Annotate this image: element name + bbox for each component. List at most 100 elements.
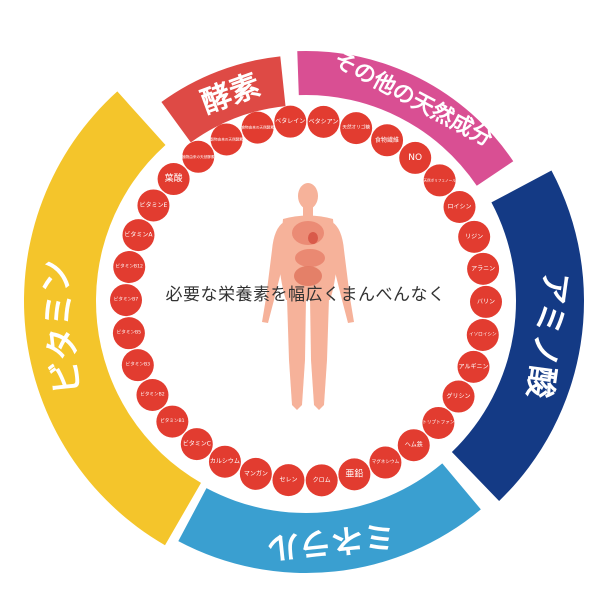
nutrient-dot-circle [274,105,307,138]
nutrient-dot-circle [136,378,169,411]
nutrient-dot: 食物繊維 [371,124,404,157]
segment-amino [451,170,584,501]
nutrient-dot-circle [466,318,499,351]
nutrient-dot-label: NO [408,153,422,163]
nutrient-dot-label: 葉酸 [165,172,183,184]
nutrient-dot: アルギニン [457,350,490,383]
nutrient-dot: 天然ポリフェノール [423,164,456,197]
nutrient-dot-circle [369,446,402,479]
nutrient-dot-label: マンガン [244,469,268,477]
nutrient-dot-label: グリシン [447,392,471,400]
figure-stomach [295,249,325,267]
nutrient-dot: ビタミンB12 [113,251,146,284]
nutrient-dot-label: ビタミンB3 [126,361,151,368]
nutrient-dot: ビタミンE [137,189,170,222]
nutrient-dot-label: ビタミンB1 [160,417,185,424]
nutrient-dot-label: クロム [313,477,331,484]
figure-right-leg [310,298,329,410]
segment-enzyme [161,56,286,143]
nutrient-dot-circle [442,380,475,413]
nutrient-dot: 植物由来の天然酵素 [182,140,215,173]
segment-vitamin [23,91,201,546]
nutrient-dot-label: ビタミンB5 [117,329,142,336]
figure-left-leg [287,298,306,410]
nutrient-dot-label: ビタミンB7 [114,296,139,303]
nutrient-dot: ロイシン [443,191,476,224]
nutrient-dot-label: バリン [477,298,495,305]
nutrient-dot-circle [422,406,455,439]
nutrient-dot: ビタミンB5 [112,317,145,350]
figure-lungs [292,221,324,245]
nutrient-dot-label: ビタミンE [140,201,168,209]
figure-right-arm [332,222,354,323]
nutrient-dot: ビタミンC [180,428,213,461]
nutrient-dot-label: 天然ポリフェノール [423,177,456,182]
nutrient-dot-label: カルシウム [210,457,240,465]
nutrient-dot-label: ベタシアン [309,117,339,125]
nutrient-dot: ヘム鉄 [397,429,430,462]
nutrient-dot: イソロイシン [466,318,499,351]
nutrient-dot: 天然オリゴ糖 [340,112,373,145]
nutrient-dot-label: ビタミンB12 [116,263,143,270]
nutrient-dot-circle [182,140,215,173]
human-body-figure [262,183,354,410]
nutrient-dot: マグネシウム [369,446,402,479]
figure-intestines [294,266,322,286]
nutrient-dot: ビタミンB1 [156,405,189,438]
nutrient-dot: 穀物由来の天然酵素 [210,123,243,156]
nutrient-dot: 葉酸 [157,163,190,196]
nutrient-dot-label: アラニン [471,265,495,272]
nutrient-dot-circle [443,191,476,224]
nutrient-dot-label: リジン [465,233,483,240]
nutrient-dot-circle [307,105,340,138]
nutrient-dot-label: マグネシウム [372,458,400,465]
nutrient-dot: ビタミンB7 [110,284,143,317]
nutrient-dot-label: ビタミンC [183,440,211,448]
nutrient-dot-circle [423,164,456,197]
nutrient-dot: マンガン [239,457,272,490]
nutrient-dot: バリン [469,285,502,318]
nutrient-dot: グリシン [442,380,475,413]
nutrient-dot: NO [399,141,432,174]
nutrient-dot: ベタシアン [307,105,340,138]
nutrient-dot-circle [397,429,430,462]
center-caption: 必要な栄養素を幅広くまんべんなく [165,285,446,305]
nutrient-dot-label: ビタミンB2 [140,390,165,397]
nutrient-dot-circle [457,350,490,383]
figure-heart [308,232,318,244]
nutrient-dot-circle [156,405,189,438]
nutrient-dot-label: セレン [279,477,297,484]
nutrient-dot: アラニン [467,252,500,285]
nutrient-dot-circle [338,458,371,491]
nutrient-dot-circle [469,285,502,318]
nutrient-dot: 亜鉛 [338,458,371,491]
nutrient-dot-label: イソロイシン [469,331,497,337]
nutrient-dot-circle [210,123,243,156]
nutrient-dot-label: 亜鉛 [345,467,363,479]
nutrient-dot-circle [137,189,170,222]
figure-head [298,183,318,209]
nutrient-dot-label: ビタミンA [124,231,153,239]
category-ring: 酵素その他の天然成分アミノ酸ミネラルビタミン [23,46,584,574]
nutrient-dot: 食物由来の天然酵素 [241,111,274,144]
nutrient-dot-circle [467,252,500,285]
nutrient-dot-label: トリプトファン [422,419,455,425]
nutrient-dot-circle [112,317,145,350]
segment-mineral [178,463,481,574]
nutrient-dot-circle [157,163,190,196]
nutrient-dot-circle [208,445,241,478]
figure-neck [303,207,313,217]
nutrient-dot: トリプトファン [422,406,455,439]
nutrient-dot-circle [122,219,155,252]
nutrient-dot-label: 植物由来の天然酵素 [182,154,215,159]
nutrient-dot-circle [399,141,432,174]
nutrient-dot-label: アルギニン [459,363,489,370]
nutrient-dot: カルシウム [208,445,241,478]
nutrient-dot-label: ロイシン [448,204,472,211]
nutrient-dot: セレン [272,464,305,497]
nutrient-dot-circle [121,349,154,382]
nutrient-dot-label: ヘム鉄 [405,441,423,449]
figure-left-arm [262,222,284,323]
nutrient-dot-label: 穀物由来の天然酵素 [210,136,243,141]
